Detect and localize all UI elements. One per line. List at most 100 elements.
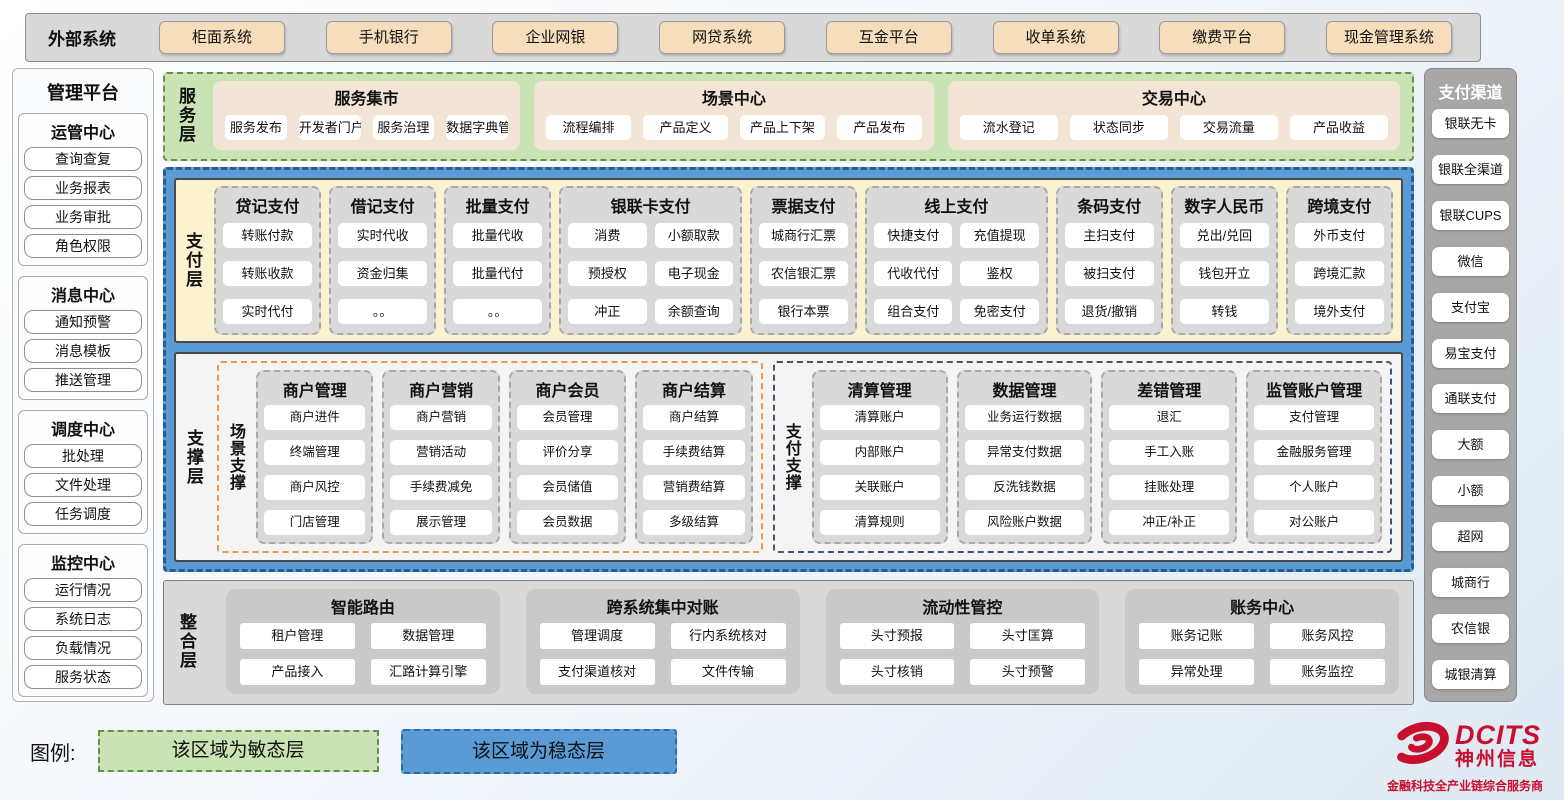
integration-group: 流动性管控 头寸预报头寸匡算头寸核销头寸预警	[825, 589, 1100, 694]
logo-tagline: 金融科技全产业链综合服务商	[1386, 779, 1543, 793]
external-system-box: 手机银行	[325, 21, 452, 54]
support-group-title: 差错管理	[1137, 383, 1202, 400]
payment-category-title: 银联卡支付	[610, 199, 691, 216]
support-function-box: 支付管理	[1254, 405, 1375, 430]
support-group: 清算管理 清算账户内部账户关联账户清算规则	[811, 370, 948, 544]
integration-group-items: 账务记账账务风控异常处理账务监控	[1139, 622, 1385, 685]
payment-function-box: 转钱	[1179, 298, 1269, 324]
integration-function-box: 行内系统核对	[670, 622, 786, 649]
payment-channel-box: 微信	[1432, 246, 1509, 276]
support-function-box: 会员管理	[516, 405, 619, 430]
support-function-box: 手续费结算	[643, 440, 745, 465]
payment-function-box: 消费	[568, 223, 647, 249]
payment-function-box: 退货/撤销	[1064, 298, 1154, 324]
support-group-title: 监管账户管理	[1266, 383, 1363, 400]
payment-category-title: 贷记支付	[235, 199, 300, 216]
service-group-title: 服务集市	[334, 91, 399, 108]
payment-function-box: 银行本票	[758, 298, 849, 324]
support-group-items: 商户营销营销活动手续费减免展示管理	[390, 405, 492, 535]
service-group: 场景中心 流程编排产品定义产品上下架产品发布	[534, 81, 934, 150]
support-function-box: 内部账户	[819, 440, 940, 465]
management-item-box: 角色权限	[24, 234, 142, 258]
payment-function-box: 代收代付	[874, 260, 953, 286]
external-system-box: 柜面系统	[159, 21, 285, 54]
support-function-box: 金融服务管理	[1254, 440, 1375, 465]
support-function-box: 清算规则	[819, 510, 940, 535]
integration-function-box: 账务监控	[1270, 658, 1385, 685]
management-section-title: 消息中心	[50, 288, 115, 305]
payment-category-items: 主扫支付被扫支付退货/撤销	[1064, 221, 1154, 326]
service-group-title: 场景中心	[701, 91, 766, 108]
support-function-box: 门店管理	[264, 510, 366, 535]
support-function-box: 异常支付数据	[964, 440, 1085, 465]
payment-channel-box: 通联支付	[1432, 384, 1509, 414]
service-group-items: 流水登记状态同步交易流量产品收益	[959, 113, 1388, 142]
integration-group: 账务中心 账务记账账务风控异常处理账务监控	[1125, 589, 1399, 694]
integration-function-box: 管理调度	[539, 622, 655, 649]
management-section: 消息中心 通知预警消息模板推送管理	[18, 276, 148, 400]
support-function-box: 商户进件	[264, 405, 366, 430]
support-function-box: 会员储值	[516, 475, 619, 500]
management-section-items: 批处理文件处理任务调度	[24, 444, 142, 526]
payment-category: 票据支付 城商行汇票农信银汇票银行本票	[749, 186, 858, 335]
management-section-title: 运管中心	[50, 125, 115, 142]
payment-category-title: 条码支付	[1077, 199, 1142, 216]
logo-brand-text: DCITS	[1455, 720, 1541, 751]
integration-function-box: 文件传输	[670, 658, 786, 685]
external-system-box: 企业网银	[492, 21, 619, 54]
management-item-box: 查询查复	[24, 147, 142, 171]
legend: 图例: 该区域为敏态层 该区域为稳态层	[30, 727, 677, 775]
payment-category-title: 线上支付	[924, 199, 989, 216]
payment-function-box: 城商行汇票	[758, 223, 849, 249]
management-platform-title: 管理平台	[47, 83, 119, 103]
external-system-box: 缴费平台	[1159, 21, 1286, 54]
service-item-box: 流程编排	[546, 115, 631, 140]
support-group-items: 商户进件终端管理商户风控门店管理	[264, 405, 366, 535]
payment-category: 数字人民币 兑出/兑回钱包开立转钱	[1170, 186, 1278, 335]
payment-channel-box: 城银清算	[1432, 659, 1509, 689]
management-sections: 运管中心 查询查复业务报表业务审批角色权限 消息中心 通知预警消息模板推送管理 …	[18, 113, 148, 697]
legend-stable-swatch: 该区域为稳态层	[400, 728, 677, 774]
support-group-title: 清算管理	[847, 383, 912, 400]
service-group: 交易中心 流水登记状态同步交易流量产品收益	[947, 81, 1400, 150]
integration-group-items: 租户管理数据管理产品接入汇路计算引擎	[240, 622, 486, 685]
integration-function-box: 支付渠道核对	[539, 658, 655, 685]
management-item-box: 推送管理	[24, 368, 142, 392]
service-item-box: 产品收益	[1289, 115, 1388, 140]
payment-channel-box: 大额	[1432, 430, 1509, 460]
support-group: 商户会员 会员管理评价分享会员储值会员数据	[508, 370, 627, 544]
payment-category-items: 城商行汇票农信银汇票银行本票	[758, 221, 849, 326]
payment-function-box: 余额查询	[654, 298, 733, 324]
support-function-box: 商户结算	[643, 405, 745, 430]
support-function-box: 多级结算	[643, 510, 745, 535]
service-item-box: 产品上下架	[739, 115, 825, 140]
service-group: 服务集市 服务发布开发者门户服务治理数据字典管理	[213, 81, 521, 150]
service-layer: 服务层 服务集市 服务发布开发者门户服务治理数据字典管理 场景中心 流程编排产品…	[163, 72, 1414, 161]
dcits-swirl-icon	[1389, 717, 1451, 774]
payment-category-title: 数字人民币	[1184, 199, 1265, 216]
support-function-box: 商户风控	[264, 475, 366, 500]
payment-function-box: 转账付款	[223, 223, 313, 249]
support-function-box: 冲正/补正	[1109, 510, 1230, 535]
support-function-box: 业务运行数据	[964, 405, 1085, 430]
payment-function-box: 实时代付	[223, 298, 313, 324]
support-function-box: 个人账户	[1254, 475, 1375, 500]
legend-agile-swatch: 该区域为敏态层	[97, 730, 379, 772]
payment-function-box: 农信银汇票	[758, 260, 849, 286]
external-systems-list: 柜面系统手机银行企业网银网贷系统互金平台收单系统缴费平台现金管理系统	[153, 21, 1458, 54]
payment-categories: 贷记支付 转账付款转账收款实时代付 借记支付 实时代收资金归集。。 批量支付	[214, 186, 1393, 335]
integration-function-box: 头寸预报	[839, 622, 955, 649]
support-function-box: 清算账户	[819, 405, 940, 430]
management-item-box: 服务状态	[24, 665, 142, 689]
payment-category-items: 外币支付跨境汇款境外支付	[1294, 221, 1384, 326]
support-group-items: 支付管理金融服务管理个人账户对公账户	[1254, 405, 1375, 535]
payment-category: 银联卡支付 消费小额取款预授权电子现金冲正余额查询	[559, 186, 742, 335]
payment-category: 借记支付 实时代收资金归集。。	[329, 186, 437, 335]
payment-function-box: 冲正	[568, 298, 647, 324]
external-systems-label: 外部系统	[48, 30, 116, 49]
management-section-items: 通知预警消息模板推送管理	[24, 310, 142, 392]
legend-label: 图例:	[30, 742, 76, 765]
payment-channel-box: 易宝支付	[1432, 338, 1509, 368]
